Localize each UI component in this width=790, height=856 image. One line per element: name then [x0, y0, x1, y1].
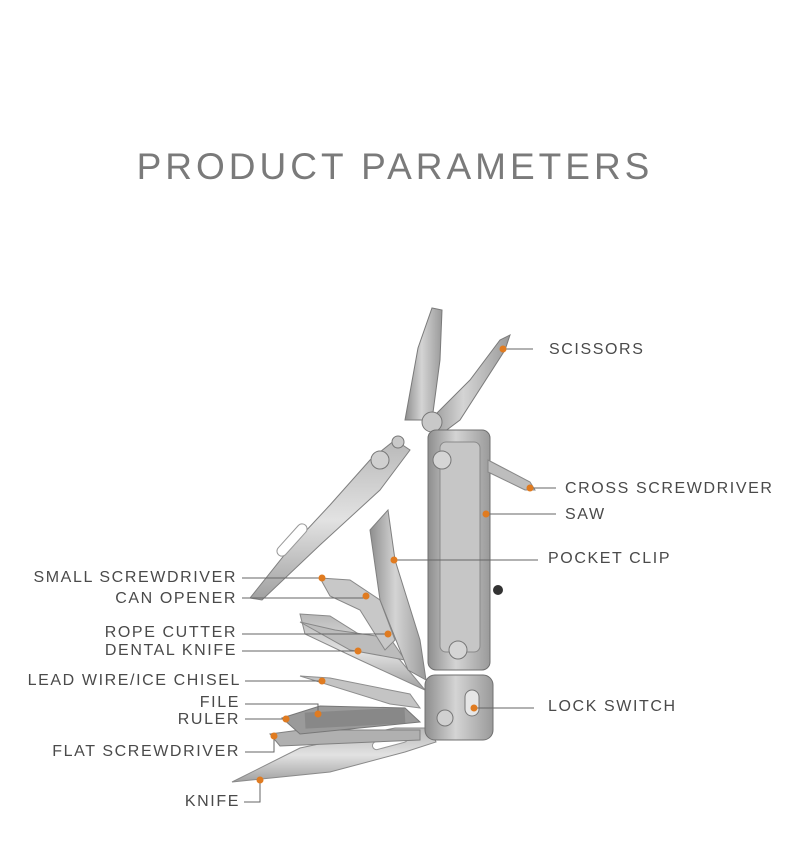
label-pocket-clip: POCKET CLIP — [548, 550, 672, 567]
label-scissors: SCISSORS — [549, 341, 645, 358]
chisel-blade — [299, 675, 422, 709]
label-rope-cutter: ROPE CUTTER — [104, 624, 237, 641]
page-title: PRODUCT PARAMETERS — [136, 146, 654, 187]
rope-cutter-blade — [299, 621, 407, 661]
left-handle-slot — [276, 523, 308, 557]
label-knife: KNIFE — [184, 793, 240, 810]
inner-handle — [439, 441, 481, 653]
lock-switch — [464, 689, 480, 717]
flat-screwdriver-blade — [269, 729, 421, 747]
label-lead-wire-ice-chisel: LEAD WIRE/ICE CHISEL — [27, 672, 241, 689]
label-lock-switch: LOCK SWITCH — [548, 698, 677, 715]
label-dental-knife: DENTAL KNIFE — [104, 642, 237, 659]
label-small-screwdriver: SMALL SCREWDRIVER — [33, 569, 237, 586]
label-cross-screwdriver: CROSS SCREWDRIVER — [565, 480, 774, 497]
label-ruler: RULER — [177, 711, 240, 728]
label-file: FILE — [199, 694, 240, 711]
file-texture — [304, 707, 406, 729]
lock-block-pivot — [436, 709, 454, 727]
label-can-opener: CAN OPENER — [115, 590, 237, 607]
top-pivot — [432, 450, 452, 470]
saw-blade — [369, 508, 427, 681]
leader-lines — [242, 348, 556, 803]
callout-dots — [256, 345, 534, 784]
label-flat-screwdriver: FLAT SCREWDRIVER — [52, 743, 240, 760]
bottom-pivot — [448, 640, 468, 660]
scissors-blade-left — [404, 307, 443, 421]
label-saw: SAW — [565, 506, 606, 523]
left-handle-pivot — [370, 450, 390, 470]
